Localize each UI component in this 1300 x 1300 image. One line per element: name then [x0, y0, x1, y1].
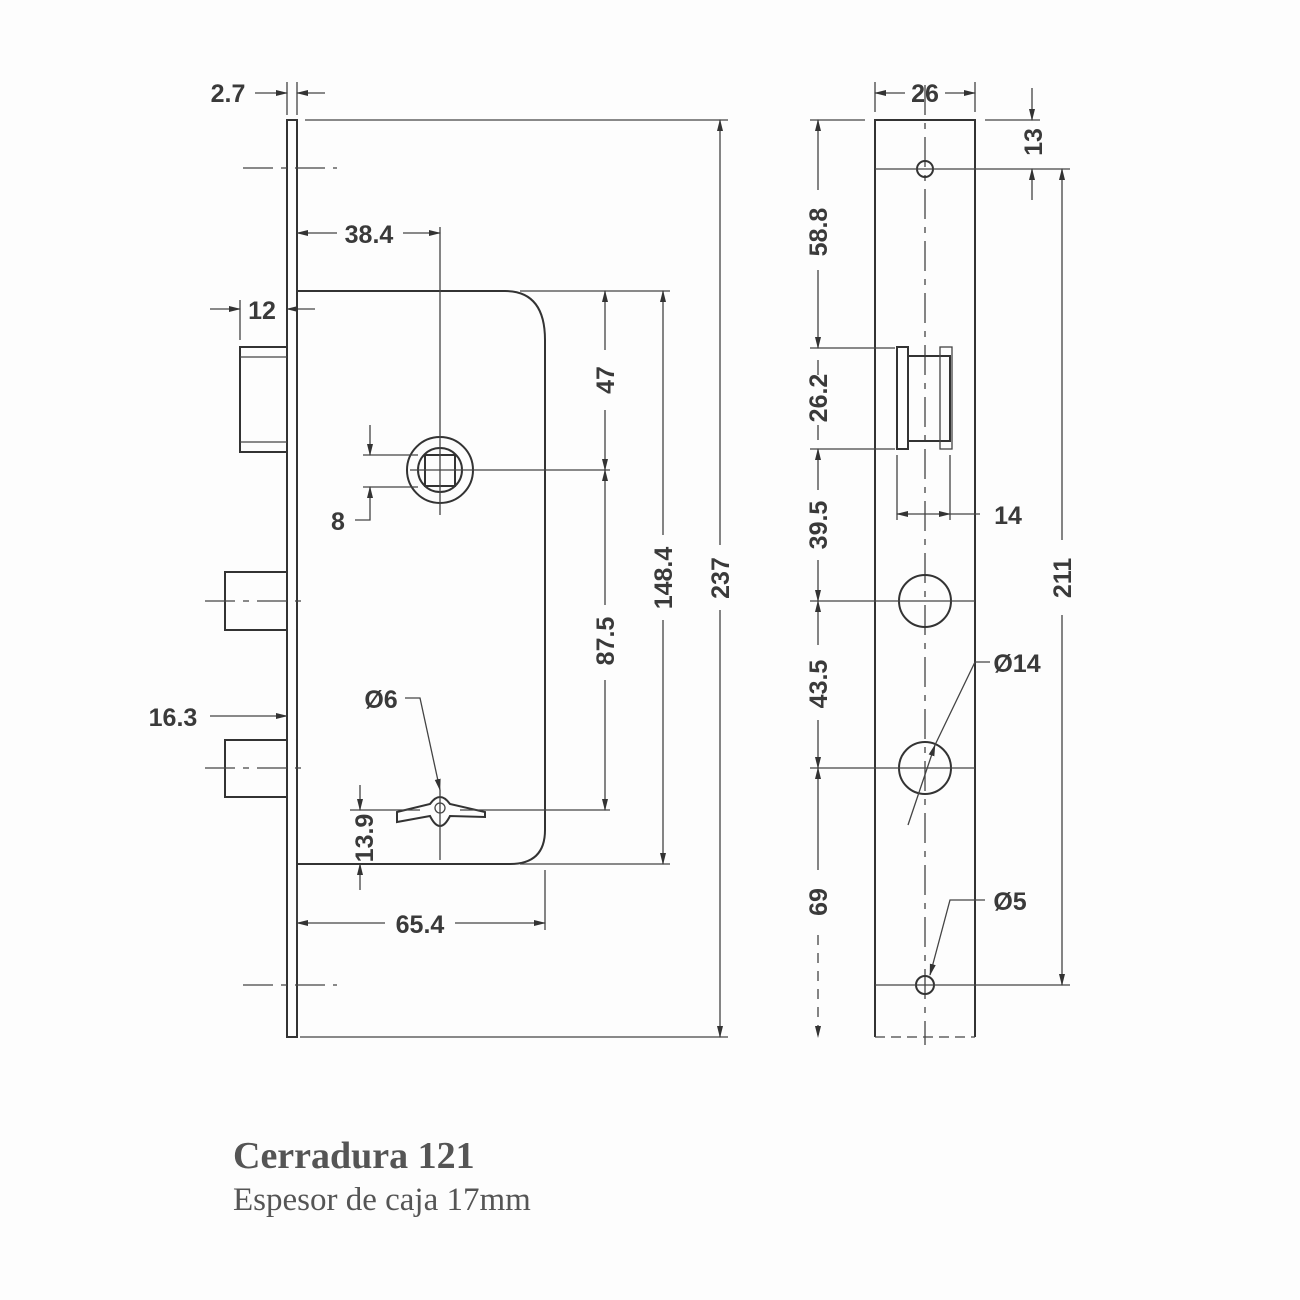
dim-backset: 38.4 — [345, 221, 394, 249]
dim-latch-projection: 12 — [248, 297, 276, 325]
faceplate-front — [874, 119, 976, 1037]
front-view: 2.7 38.4 12 8 47 87.5 148.4 237 16.3 Ø6 … — [149, 80, 735, 1038]
dim-screw-hole-spacing: 211 — [1049, 558, 1077, 598]
dim-case-depth: 65.4 — [396, 911, 445, 939]
drawing-subtitle: Espesor de caja 17mm — [233, 1182, 531, 1218]
dim-top-to-latch: 58.8 — [805, 208, 833, 257]
latch-bolt — [239, 346, 288, 453]
dim-spindle-square: 8 — [331, 508, 345, 536]
dim-bolt-to-bottom: 69 — [805, 888, 833, 916]
lock-case — [297, 290, 546, 865]
dim-latch-height: 26.2 — [805, 374, 833, 423]
dim-cylinder-hole: Ø6 — [364, 686, 397, 714]
dim-cylinder-to-bottom: 13.9 — [351, 814, 379, 863]
side-view: 26 13 211 58.8 26.2 39.5 43.5 69 14 Ø14 … — [805, 80, 1077, 1045]
dim-faceplate-height: 237 — [707, 557, 735, 599]
latch-front — [896, 346, 953, 450]
dim-bolt-projection: 16.3 — [149, 704, 198, 732]
dim-latch-width: 14 — [994, 502, 1022, 530]
dim-faceplate-width: 26 — [911, 80, 939, 108]
dim-spindle-to-cylinder: 87.5 — [592, 617, 620, 666]
dim-bolt-spacing: 43.5 — [805, 660, 833, 709]
drawing-title: Cerradura 121 — [233, 1135, 475, 1177]
dim-case-height: 148.4 — [650, 547, 678, 610]
dim-screw-hole: Ø5 — [993, 888, 1026, 916]
dim-bolt-diameter: Ø14 — [993, 650, 1040, 678]
faceplate — [286, 119, 298, 1038]
dim-top-hole-offset: 13 — [1020, 128, 1048, 156]
dim-latch-to-bolt: 39.5 — [805, 501, 833, 550]
dim-spindle-to-top: 47 — [592, 366, 620, 394]
cylinder-keyhole — [396, 796, 486, 827]
dim-faceplate-thickness: 2.7 — [211, 80, 246, 108]
